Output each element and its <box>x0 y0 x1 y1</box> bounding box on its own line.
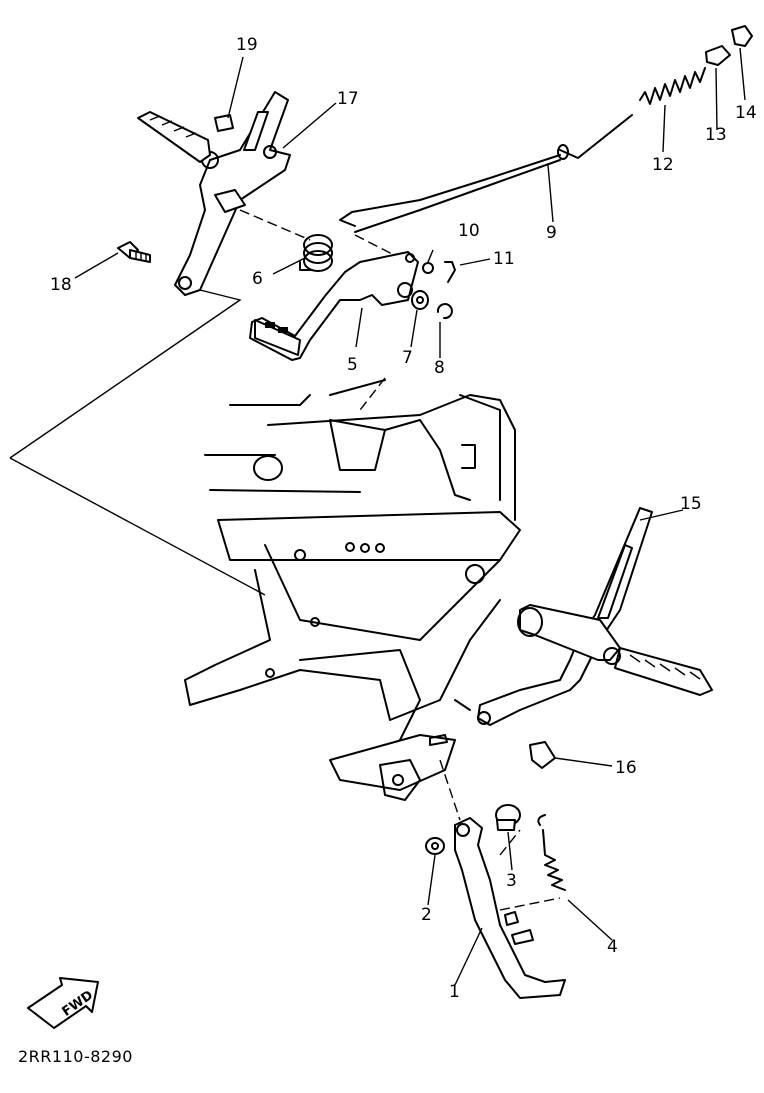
nut-14 <box>731 25 753 47</box>
label-15: 15 <box>680 494 702 514</box>
reference-code: 2RR110-8290 <box>18 1047 133 1066</box>
label-14: 14 <box>735 103 757 123</box>
frame <box>184 379 521 801</box>
label-18: 18 <box>50 275 72 295</box>
label-13: 13 <box>705 125 727 145</box>
bolt-19 <box>214 114 234 132</box>
clip-8 <box>436 303 453 320</box>
label-3: 3 <box>506 871 517 891</box>
spring-6 <box>299 234 333 272</box>
label-1: 1 <box>449 982 460 1002</box>
label-10: 10 <box>458 221 480 241</box>
label-8: 8 <box>434 358 445 378</box>
sidestand <box>454 817 566 999</box>
label-5: 5 <box>347 355 358 375</box>
bolt-18 <box>117 241 151 263</box>
label-19: 19 <box>236 35 258 55</box>
spring-12 <box>639 67 706 105</box>
part-labels: 19 17 18 6 5 7 8 10 11 9 12 13 14 15 16 … <box>50 35 757 1002</box>
label-16: 16 <box>615 758 637 778</box>
nut-2 <box>425 837 445 855</box>
spring-4 <box>537 814 566 891</box>
label-7: 7 <box>402 348 413 368</box>
reference-lines <box>9 209 561 911</box>
label-2: 2 <box>421 905 432 925</box>
washer-10 <box>422 262 434 274</box>
fwd-arrow-icon: FWD <box>27 977 99 1029</box>
joint-13 <box>705 45 731 66</box>
footrest-bracket-left <box>137 91 291 296</box>
label-17: 17 <box>337 89 359 109</box>
brake-pedal <box>249 251 419 361</box>
label-12: 12 <box>652 155 674 175</box>
label-leaders <box>74 47 746 986</box>
label-6: 6 <box>252 269 263 289</box>
cotter-pin-11 <box>444 261 456 283</box>
label-9: 9 <box>546 223 557 243</box>
bolt-16 <box>529 741 556 769</box>
brake-rod <box>339 114 633 233</box>
nut-7 <box>411 290 429 310</box>
bolt-3 <box>495 804 521 831</box>
label-4: 4 <box>607 937 618 957</box>
label-11: 11 <box>493 249 515 269</box>
footrest-bracket-right <box>477 507 713 726</box>
